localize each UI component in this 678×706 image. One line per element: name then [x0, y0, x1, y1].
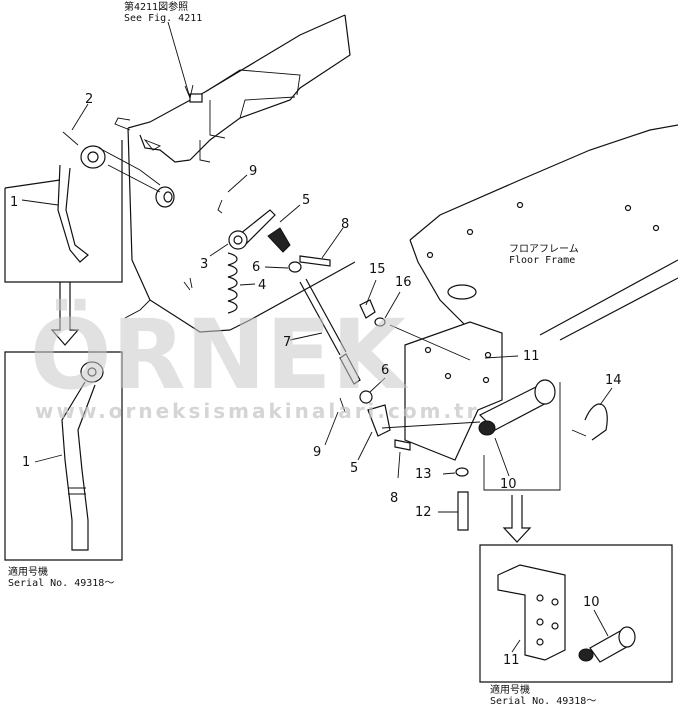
fig-ref-arrowhead	[184, 84, 194, 100]
down-arrow-left	[50, 282, 80, 346]
fig-ref-japanese: 第4211図参照	[124, 0, 188, 13]
callout-7: 7	[283, 335, 291, 350]
callout-10-inset: 10	[583, 595, 600, 610]
serial-right-english: Serial No. 49318～	[490, 696, 596, 706]
linkage-parts	[107, 164, 361, 385]
callout-8-upper: 8	[341, 217, 349, 232]
inset-box-upper	[4, 131, 161, 283]
inset-box-right	[479, 544, 673, 683]
floor-frame-japanese: フロアフレーム	[509, 243, 579, 255]
callout-4: 4	[258, 278, 266, 293]
callout-10-main: 10	[500, 477, 517, 492]
lower-right-parts	[339, 299, 608, 543]
callout-5-lower: 5	[350, 461, 358, 476]
callout-12: 12	[415, 505, 432, 520]
watermark-brand: ÖRNEK	[30, 298, 409, 411]
callout-1-upper: 1	[10, 195, 18, 210]
serial-left-english: Serial No. 49318～	[8, 578, 114, 589]
callout-11-main: 11	[523, 349, 540, 364]
callout-14: 14	[605, 373, 622, 388]
callout-11-inset: 11	[503, 653, 520, 668]
inset-box-lower	[4, 351, 123, 561]
callout-3: 3	[200, 257, 208, 272]
callout-leaders	[21, 103, 613, 653]
callout-16: 16	[395, 275, 412, 290]
callout-6-lower: 6	[381, 363, 389, 378]
callout-1-lower: 1	[22, 455, 30, 470]
callout-9-lower: 9	[313, 445, 321, 460]
fig-ref-leader	[167, 21, 191, 99]
serial-right-japanese: 適用号機	[490, 683, 530, 696]
callout-15: 15	[369, 262, 386, 277]
floor-frame	[409, 124, 678, 341]
watermark-url: www.orneksismakinalari.com.tr	[35, 399, 479, 423]
callout-6-upper: 6	[252, 260, 260, 275]
callout-5-upper: 5	[302, 193, 310, 208]
callout-13: 13	[415, 467, 432, 482]
floor-frame-english: Floor Frame	[509, 255, 575, 266]
serial-left-japanese: 適用号機	[8, 565, 48, 578]
callout-9-upper: 9	[249, 164, 257, 179]
callout-8-lower: 8	[390, 491, 398, 506]
callout-2: 2	[85, 92, 93, 107]
upper-frame	[114, 14, 356, 333]
fig-ref-english: See Fig. 4211	[124, 13, 202, 24]
